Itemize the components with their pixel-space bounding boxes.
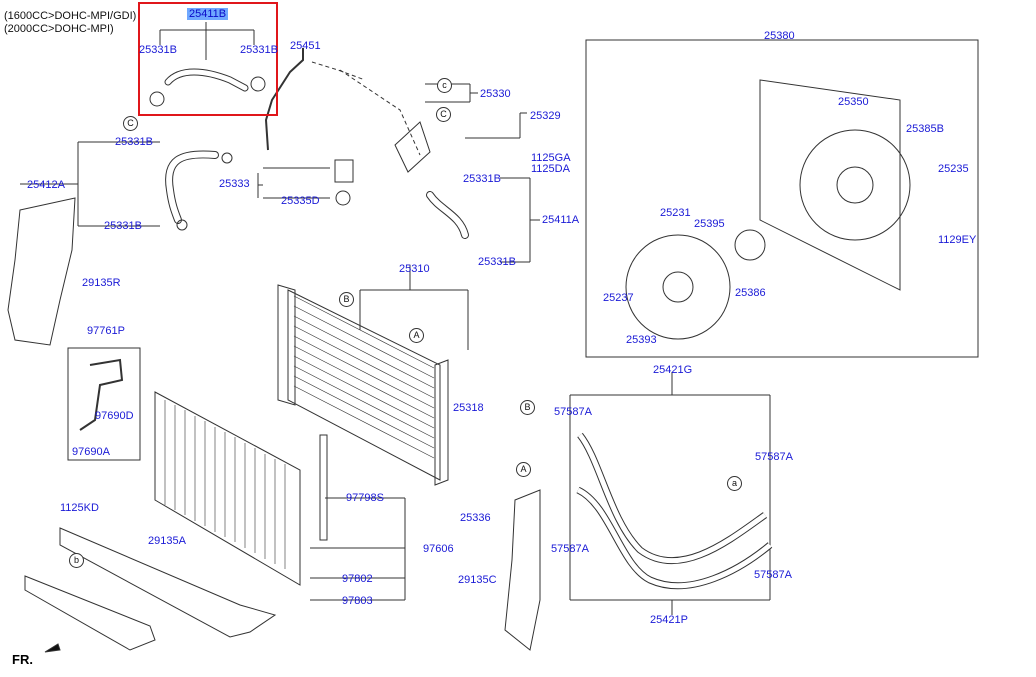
part-label-97606[interactable]: 97606 [423, 543, 454, 555]
part-label-25329[interactable]: 25329 [530, 110, 561, 122]
part-label-25331b[interactable]: 25331B [478, 256, 516, 268]
part-label-25330[interactable]: 25330 [480, 88, 511, 100]
part-label-25395[interactable]: 25395 [694, 218, 725, 230]
part-label-25331b[interactable]: 25331B [104, 220, 142, 232]
part-label-57587a[interactable]: 57587A [551, 543, 589, 555]
callout-b: B [520, 400, 535, 415]
selection-highlight-box [138, 2, 278, 116]
part-label-97761p[interactable]: 97761P [87, 325, 125, 337]
part-label-1125ga[interactable]: 1125GA [531, 152, 571, 164]
part-label-29135a[interactable]: 29135A [148, 535, 186, 547]
callout-a: A [409, 328, 424, 343]
part-label-25421g[interactable]: 25421G [653, 364, 693, 376]
front-direction-label: FR. [12, 652, 33, 667]
callout-c: C [123, 116, 138, 131]
part-label-97798s[interactable]: 97798S [346, 492, 384, 504]
part-label-25411b[interactable]: 25411B [187, 8, 229, 20]
part-label-25310[interactable]: 25310 [399, 263, 430, 275]
part-label-25385b[interactable]: 25385B [906, 123, 944, 135]
callout-c: C [436, 107, 451, 122]
part-label-97803[interactable]: 97803 [342, 595, 373, 607]
part-label-25412a[interactable]: 25412A [27, 179, 65, 191]
part-label-25421p[interactable]: 25421P [650, 614, 688, 626]
part-label-25318[interactable]: 25318 [453, 402, 484, 414]
part-label-25235[interactable]: 25235 [938, 163, 969, 175]
part-label-57587a[interactable]: 57587A [754, 569, 792, 581]
part-label-1125da[interactable]: 1125DA [531, 163, 570, 175]
part-label-25350[interactable]: 25350 [838, 96, 869, 108]
part-label-25331b[interactable]: 25331B [463, 173, 501, 185]
engine-note-1600cc: (1600CC>DOHC-MPI/GDI) [4, 10, 137, 22]
part-label-25333[interactable]: 25333 [219, 178, 250, 190]
part-label-25393[interactable]: 25393 [626, 334, 657, 346]
part-label-57587a[interactable]: 57587A [554, 406, 592, 418]
part-label-25336[interactable]: 25336 [460, 512, 491, 524]
part-label-97690d[interactable]: 97690D [95, 410, 134, 422]
callout-b: b [69, 553, 84, 568]
part-label-25335d[interactable]: 25335D [281, 195, 320, 207]
part-label-29135r[interactable]: 29135R [82, 277, 121, 289]
part-label-25331b[interactable]: 25331B [115, 136, 153, 148]
engine-note-2000cc: (2000CC>DOHC-MPI) [4, 23, 114, 35]
part-label-25451[interactable]: 25451 [290, 40, 321, 52]
part-label-25331b[interactable]: 25331B [139, 44, 177, 56]
part-label-97690a[interactable]: 97690A [72, 446, 110, 458]
callout-a: a [727, 476, 742, 491]
part-label-25386[interactable]: 25386 [735, 287, 766, 299]
callout-c: c [437, 78, 452, 93]
part-label-25237[interactable]: 25237 [603, 292, 634, 304]
callout-b: B [339, 292, 354, 307]
part-label-57587a[interactable]: 57587A [755, 451, 793, 463]
part-label-29135c[interactable]: 29135C [458, 574, 497, 586]
part-label-25331b[interactable]: 25331B [240, 44, 278, 56]
part-label-97802[interactable]: 97802 [342, 573, 373, 585]
part-label-25411a[interactable]: 25411A [542, 214, 580, 226]
part-label-1125kd[interactable]: 1125KD [60, 502, 99, 514]
callout-a: A [516, 462, 531, 477]
part-label-1129ey[interactable]: 1129EY [938, 234, 977, 246]
part-label-25380[interactable]: 25380 [764, 30, 795, 42]
part-label-25231[interactable]: 25231 [660, 207, 691, 219]
